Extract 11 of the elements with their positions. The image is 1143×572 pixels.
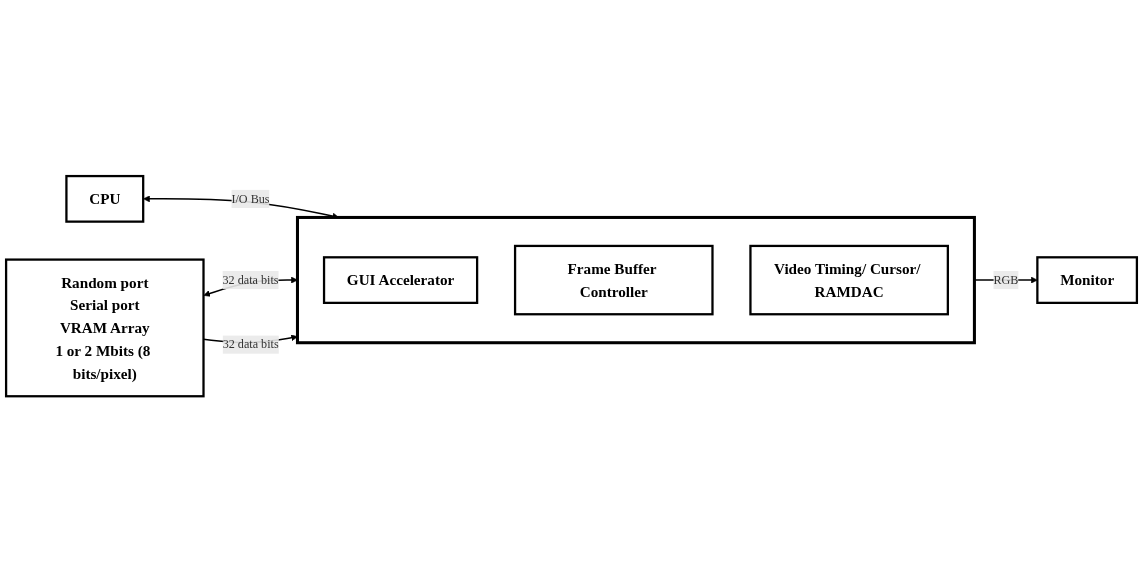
node-box: Video Timing/ Cursor/ RAMDAC [749,244,949,316]
node-box: CPU [65,174,145,223]
edge-label: 32 data bits [222,337,279,351]
node-box: Frame Buffer Controller [513,244,714,316]
node-box: GUI Accelerator [322,256,479,304]
edge-label: I/O Bus [231,191,270,205]
edge-label: RGB [993,273,1019,286]
cluster [295,215,976,345]
node-box: Monitor [1036,256,1139,304]
edge-label: 32 data bits [222,273,279,286]
node-box: Random port Serial port VRAM Array 1 or 2 Mbits (8 bits/pixel) [4,258,205,398]
